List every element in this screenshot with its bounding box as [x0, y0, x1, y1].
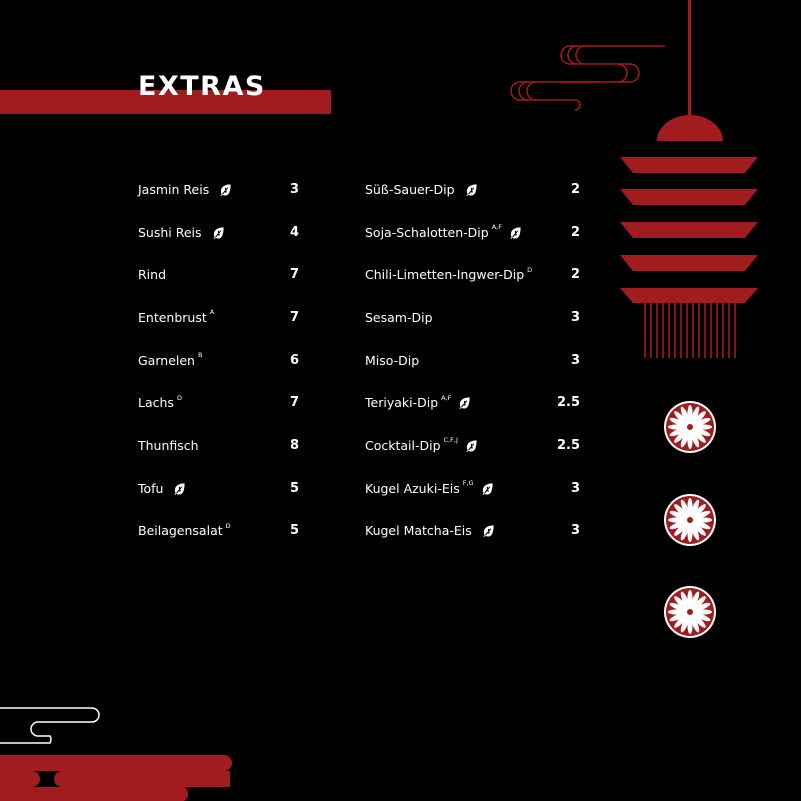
menu-item: Sesam-Dip 3 [365, 296, 583, 339]
menu-item-name: Chili-Limetten-Ingwer-Dip [365, 267, 525, 283]
menu-item-name-wrap: Kugel Matcha-Eis [365, 523, 495, 538]
menu-item-name-wrap: Süß-Sauer-Dip [365, 182, 478, 197]
menu-item-price: 7 [289, 309, 299, 325]
menu-item: Sushi Reis 4 [138, 211, 302, 254]
menu-item-price: 2.5 [556, 437, 580, 453]
page-title: EXTRAS [138, 71, 266, 102]
allergen-codes: A,F [491, 223, 502, 232]
menu-item-price: 5 [289, 480, 299, 496]
menu-item: Tofu 5 [138, 467, 302, 510]
extras-list-right: Süß-Sauer-Dip 2 Soja-Schalotten-Dip A,F … [365, 168, 583, 552]
menu-item: Garnelen B 6 [138, 339, 302, 382]
menu-item-name-wrap: Garnelen B [138, 351, 203, 368]
menu-item-name: Kugel Matcha-Eis [365, 523, 472, 539]
menu-item-price: 7 [289, 267, 299, 283]
menu-item-price: 2 [570, 224, 580, 240]
menu-item-name-wrap: Lachs D [138, 393, 182, 411]
menu-item-price: 3 [570, 352, 580, 368]
menu-item-name: Soja-Schalotten-Dip [365, 224, 489, 240]
title-banner [0, 90, 331, 114]
leaf-icon [475, 524, 495, 538]
leaf-icon [166, 482, 186, 495]
menu-item-price: 3 [570, 480, 580, 496]
allergen-codes: A,F [441, 393, 452, 402]
allergen-codes: B [197, 351, 203, 360]
menu-item-name-wrap: Beilagensalat D [138, 521, 231, 539]
menu-item: Süß-Sauer-Dip 2 [365, 168, 583, 211]
menu-item-price: 3 [570, 309, 580, 325]
menu-item-name-wrap: Kugel Azuki-Eis F,G [365, 479, 494, 496]
menu-item: Teriyaki-Dip A,F 2.5 [365, 381, 583, 424]
menu-item: Soja-Schalotten-Dip A,F 2 [365, 211, 583, 254]
menu-item-name: Sesam-Dip [365, 309, 433, 325]
menu-item-name: Kugel Azuki-Eis [365, 480, 460, 496]
allergen-codes: A [209, 308, 215, 317]
menu-item-name: Sushi Reis [138, 224, 202, 240]
menu-item-price: 2 [570, 181, 580, 197]
menu-item-name: Cocktail-Dip [365, 437, 441, 453]
menu-item-name: Süß-Sauer-Dip [365, 181, 455, 197]
menu-item-name-wrap: Soja-Schalotten-Dip A,F [365, 223, 522, 240]
menu-item-price: 6 [289, 352, 299, 368]
menu-item-name-wrap: Rind [138, 267, 169, 282]
menu-item-name: Rind [138, 267, 167, 283]
menu-item-name-wrap: Miso-Dip [365, 353, 422, 368]
menu-item: Chili-Limetten-Ingwer-Dip D 2 [365, 253, 583, 296]
menu-item-price: 2 [570, 267, 580, 283]
menu-item-name-wrap: Sesam-Dip [365, 310, 436, 325]
menu-item: Lachs D 7 [138, 381, 302, 424]
menu-item-name-wrap: Teriyaki-Dip A,F [365, 393, 471, 411]
leaf-icon [451, 396, 471, 410]
menu-item-price: 4 [289, 224, 299, 240]
menu-item-name-wrap: Entenbrust A [138, 308, 215, 325]
menu-item: Cocktail-Dip C,F,J 2.5 [365, 424, 583, 467]
allergen-codes: C,F,J [443, 436, 458, 445]
menu-item: Beilagensalat D 5 [138, 510, 302, 553]
menu-item: Miso-Dip 3 [365, 339, 583, 382]
menu-item: Kugel Matcha-Eis 3 [365, 510, 583, 553]
menu-item-price: 3 [289, 181, 299, 197]
leaf-icon [502, 226, 522, 239]
menu-item-name: Lachs [138, 395, 174, 411]
menu-item: Entenbrust A 7 [138, 296, 302, 339]
leaf-icon [205, 226, 225, 239]
menu-item-name: Teriyaki-Dip [365, 395, 439, 411]
menu-item-name: Miso-Dip [365, 352, 420, 368]
menu-item-name: Tofu [138, 480, 164, 496]
menu-item-name: Jasmin Reis [138, 181, 210, 197]
menu-item-price: 3 [570, 523, 580, 539]
allergen-codes: D [176, 393, 182, 402]
menu-item: Jasmin Reis 3 [138, 168, 302, 211]
menu-item-price: 8 [289, 437, 299, 453]
leaf-icon [458, 439, 478, 452]
allergen-codes: D [527, 265, 533, 274]
menu-item-name-wrap: Tofu [138, 481, 186, 496]
menu-item-price: 7 [289, 395, 299, 411]
menu-item-name: Beilagensalat [138, 523, 223, 539]
allergen-codes: F,G [462, 479, 474, 488]
menu-item-price: 2.5 [556, 395, 580, 411]
menu-item-price: 5 [289, 523, 299, 539]
menu-item-name-wrap: Chili-Limetten-Ingwer-Dip D [365, 265, 533, 283]
leaf-icon [474, 482, 494, 495]
leaf-icon [458, 183, 478, 196]
leaf-icon [212, 183, 232, 196]
menu-item-name-wrap: Thunfisch [138, 438, 202, 453]
menu-item-name: Entenbrust [138, 309, 207, 325]
menu-item-name-wrap: Jasmin Reis [138, 182, 232, 197]
menu-item-name-wrap: Cocktail-Dip C,F,J [365, 436, 478, 453]
menu-item: Kugel Azuki-Eis F,G 3 [365, 467, 583, 510]
menu-item: Rind 7 [138, 253, 302, 296]
menu-item-name-wrap: Sushi Reis [138, 225, 225, 240]
menu-item-name: Garnelen [138, 352, 195, 368]
extras-list-left: Jasmin Reis 3 Sushi Reis 4 Rind 7 Entenb… [138, 168, 302, 552]
allergen-codes: D [225, 521, 231, 530]
menu-item-name: Thunfisch [138, 437, 199, 453]
menu-item: Thunfisch 8 [138, 424, 302, 467]
